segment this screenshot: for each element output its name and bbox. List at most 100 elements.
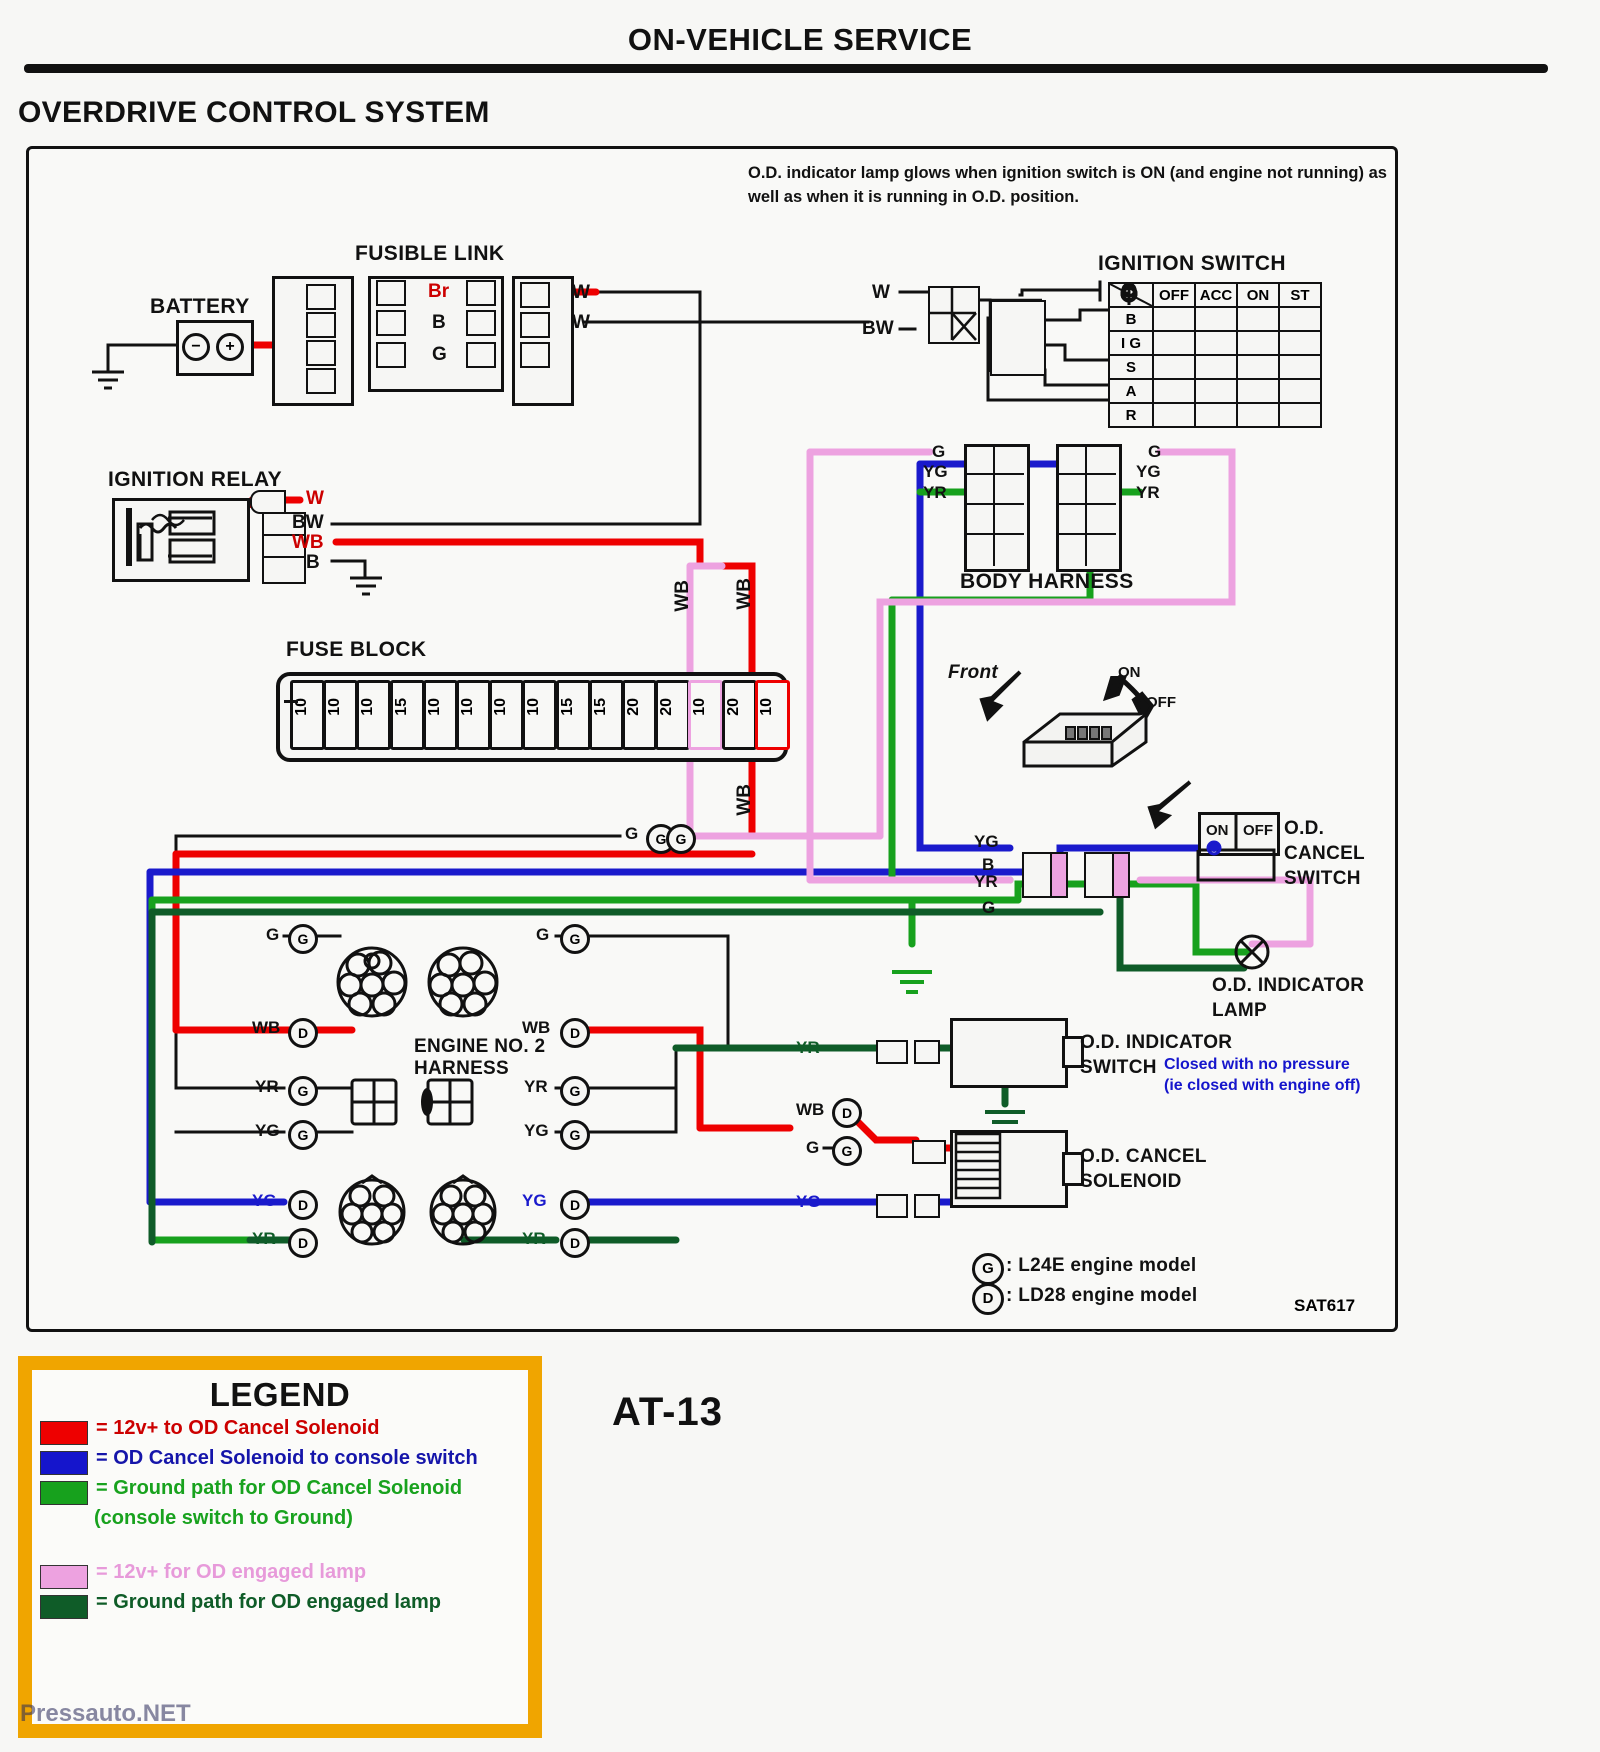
cell: [1194, 402, 1238, 428]
od-cancel-switch-label-2: CANCEL: [1284, 843, 1365, 864]
model-mark-g: G: [560, 1120, 590, 1150]
engine-row-label-yr2-right: YR: [522, 1229, 546, 1248]
wire-label-w2: W: [572, 312, 590, 333]
cell-through: [1127, 283, 1238, 356]
od-cancel-switch-off: OFF: [1243, 822, 1273, 839]
wire-label-bw1: BW: [862, 318, 894, 339]
terminal: [306, 340, 336, 366]
fuse-slot[interactable]: [555, 680, 591, 750]
relay-wire-label-b: B: [306, 552, 320, 573]
od-indicator-switch-label-1: O.D. INDICATOR: [1080, 1032, 1233, 1053]
od-cancel-switch-on: ON: [1206, 822, 1229, 839]
fuse-block-terminal: [284, 700, 298, 703]
od-cancel-switch-label-3: SWITCH: [1284, 868, 1361, 889]
od-cancel-solenoid-body: [950, 1130, 1068, 1208]
terminal: [466, 280, 496, 306]
legend-color-swatch: [40, 1421, 88, 1445]
row-label-r: R: [1108, 402, 1154, 428]
fuse-slot[interactable]: [754, 680, 790, 750]
od-cancel-solenoid-label-1: O.D. CANCEL: [1080, 1146, 1207, 1167]
terminal: [376, 342, 406, 368]
connector-g: [912, 1140, 946, 1164]
terminal: [520, 342, 550, 368]
wire-label-g-solenoid: G: [806, 1138, 820, 1157]
wire-label-wb-solenoid: WB: [796, 1100, 825, 1119]
terminal: [376, 310, 406, 336]
terminal: [306, 284, 336, 310]
engine-row-label-yr-right: YR: [524, 1077, 548, 1096]
row-label-a: A: [1108, 378, 1154, 404]
drawing-code: SAT617: [1294, 1296, 1356, 1315]
connector-block-b-shield: [1112, 852, 1130, 898]
battery-negative-terminal: −: [182, 333, 210, 361]
terminal: [520, 282, 550, 308]
model-mark-g: G: [288, 1120, 318, 1150]
row-label-b: B: [1108, 306, 1154, 332]
model-mark-g: G: [560, 924, 590, 954]
fusible-link-label: FUSIBLE LINK: [355, 242, 505, 265]
od-cancel-switch-label-1: O.D.: [1284, 818, 1325, 839]
fuse-slot[interactable]: [588, 680, 624, 750]
model-mark-d: D: [832, 1098, 862, 1128]
terminal: [306, 312, 336, 338]
fuse-rating: 15: [591, 698, 609, 716]
legend-item: = OD Cancel Solenoid to console switch: [32, 1446, 528, 1476]
indicator-switch-note: Closed with no pressure (ie closed with …: [1164, 1055, 1404, 1097]
fuse-slot[interactable]: [688, 680, 724, 750]
ignition-relay-body: [112, 498, 250, 582]
fuse-rating: 10: [459, 698, 476, 716]
col-off: OFF: [1152, 282, 1196, 308]
fusible-link-label-b: B: [432, 312, 446, 333]
fuse-slot[interactable]: [522, 680, 558, 750]
fuse-rating: 10: [326, 698, 344, 716]
cell-contact: [1120, 283, 1238, 404]
connector-yr: [876, 1040, 908, 1064]
model-key-text-d: : LD28 engine model: [1006, 1285, 1198, 1306]
fuse-slot[interactable]: [422, 680, 458, 750]
model-mark-g2: G: [666, 824, 696, 854]
od-indicator-lamp-label-2: LAMP: [1212, 1000, 1268, 1021]
cell-contact: [1121, 283, 1322, 356]
fuse-rating: 20: [625, 698, 642, 716]
legend-item-label: = OD Cancel Solenoid to console switch: [96, 1447, 478, 1469]
terminal: [520, 312, 550, 338]
relay-terminal-b: [262, 556, 306, 584]
cell-through: [1127, 283, 1280, 380]
body-harness-label: BODY HARNESS: [960, 570, 1134, 593]
legend-item-label: = Ground path for OD engaged lamp: [96, 1591, 442, 1613]
cell: [1152, 306, 1196, 332]
od-indicator-switch-stem: [1062, 1036, 1084, 1068]
fuse-rating: 15: [392, 698, 410, 716]
col-acc: ACC: [1194, 282, 1238, 308]
wire-label-g-bus: G: [625, 824, 639, 843]
front-label: Front: [948, 662, 999, 683]
fuse-slot[interactable]: [489, 680, 525, 750]
page-code: AT-13: [612, 1390, 723, 1434]
wire-label-wb-bottom: WB: [734, 784, 755, 816]
model-mark-g: G: [832, 1136, 862, 1166]
model-mark-d: D: [288, 1190, 318, 1220]
connector-yr-mate: [914, 1040, 940, 1064]
fuse-rating: 15: [558, 698, 576, 716]
cell: [1152, 330, 1196, 356]
wire-label-yr-switch: YR: [796, 1038, 820, 1057]
model-key-mark-d: D: [972, 1283, 1004, 1315]
od-indicator-switch-label-2: SWITCH: [1080, 1057, 1157, 1078]
cell-contact: [1120, 283, 1280, 404]
od-cancel-solenoid-stem: [1062, 1152, 1084, 1186]
engine-row-label-yr2-left: YR: [252, 1229, 276, 1248]
legend-color-swatch: [40, 1511, 86, 1533]
fuse-slot[interactable]: [389, 680, 425, 750]
body-harness-connector-left: [964, 444, 1030, 572]
battery-label: BATTERY: [150, 295, 250, 318]
model-mark-d: D: [288, 1018, 318, 1048]
connector-yg: [876, 1194, 908, 1218]
fuse-rating: 10: [359, 698, 377, 716]
harness-pin-g-right: G: [1148, 442, 1162, 461]
engine-row-label-g-left: G: [266, 925, 280, 944]
legend-color-swatch: [40, 1595, 88, 1619]
cell-through: [1127, 283, 1322, 404]
harness-pin-yg-left: YG: [923, 462, 948, 481]
wire-label-b-cancel: B: [982, 855, 995, 874]
